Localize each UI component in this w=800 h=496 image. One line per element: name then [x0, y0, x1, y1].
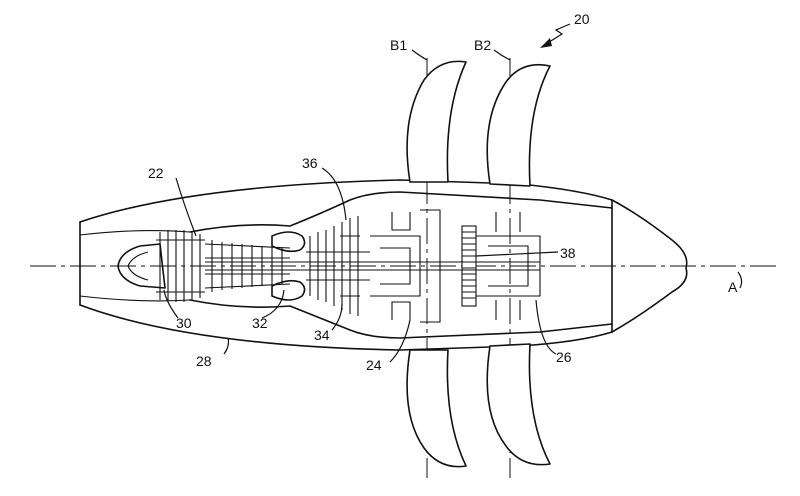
leader-28	[223, 337, 230, 355]
label-b2: B2	[474, 37, 491, 53]
aft-hub	[476, 212, 541, 320]
core-case-bottom	[189, 299, 613, 339]
gear-38	[461, 225, 477, 307]
label-28: 28	[196, 353, 212, 369]
gearbox-section	[370, 209, 441, 323]
turbine-section	[306, 216, 370, 316]
aft-propeller	[486, 63, 551, 466]
combustor	[271, 231, 306, 301]
leader-34	[331, 303, 343, 331]
ref-arrow-20	[545, 23, 571, 45]
label-30: 30	[176, 315, 192, 331]
leader-b1	[411, 49, 428, 61]
exhaust-cone	[611, 199, 688, 333]
ref-arrowhead-20	[540, 38, 552, 48]
leader-axis	[737, 271, 743, 289]
leader-30	[163, 289, 179, 319]
nacelle-inner-top	[79, 229, 191, 236]
core-case-top	[189, 191, 613, 233]
leader-b2	[493, 49, 511, 61]
label-24: 24	[366, 357, 382, 373]
label-36: 36	[302, 155, 318, 171]
label-34: 34	[314, 327, 330, 343]
label-20: 20	[574, 11, 590, 27]
label-26: 26	[556, 349, 572, 365]
leader-32	[261, 289, 285, 319]
leader-26	[535, 299, 557, 355]
leader-38	[475, 251, 559, 257]
label-b1: B1	[390, 37, 407, 53]
label-22: 22	[148, 165, 164, 181]
label-32: 32	[252, 315, 268, 331]
label-axis-a: A	[728, 279, 738, 295]
forward-propeller	[406, 60, 467, 468]
leader-36	[321, 167, 347, 221]
inlet-hub-detail	[127, 251, 149, 281]
nacelle-outer	[79, 179, 613, 351]
leader-24	[389, 319, 411, 363]
leader-22	[175, 177, 197, 237]
nacelle-inner-bottom	[79, 295, 191, 302]
label-38: 38	[560, 245, 576, 261]
inlet-hub	[117, 243, 166, 289]
shaft	[205, 261, 540, 271]
